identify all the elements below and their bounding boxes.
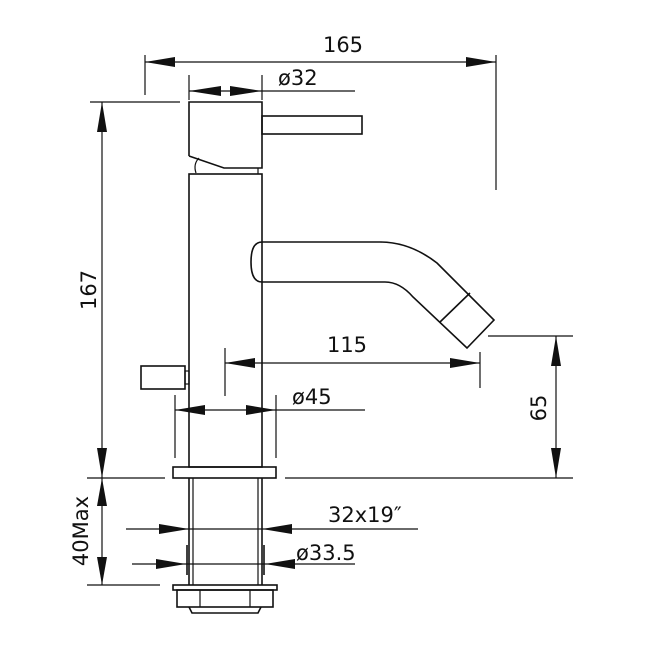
fixing-nut [172,584,278,614]
dim-handle-diameter: ø32 [188,66,355,100]
dim-label-33-5: ø33.5 [296,541,356,565]
dim-deck-thickness: 40Max [69,478,160,586]
faucet-body [188,173,263,468]
dim-label-40max: 40Max [69,496,93,566]
spout [250,241,496,350]
dim-label-32: ø32 [278,66,318,90]
dim-overall-width: 165 [144,33,497,190]
dim-label-thread: 32x19″ [328,503,402,527]
dim-body-diameter: ø45 [174,385,365,458]
dim-label-167: 167 [77,270,101,310]
dim-spout-reach: 115 [224,333,481,396]
popup-knob [140,365,190,390]
dim-label-115: 115 [327,333,367,357]
threaded-shank [186,478,265,585]
dim-thread: 32x19″ [126,503,418,534]
dim-label-45: ø45 [292,385,332,409]
dim-overall-height: 167 [77,101,180,478]
lever-handle [188,101,363,174]
dim-label-165: 165 [323,33,363,57]
dim-spout-height: 65 [285,335,573,479]
dim-label-65: 65 [527,395,551,422]
base-plate [87,466,277,479]
dim-shank-diameter: ø33.5 [132,541,356,569]
